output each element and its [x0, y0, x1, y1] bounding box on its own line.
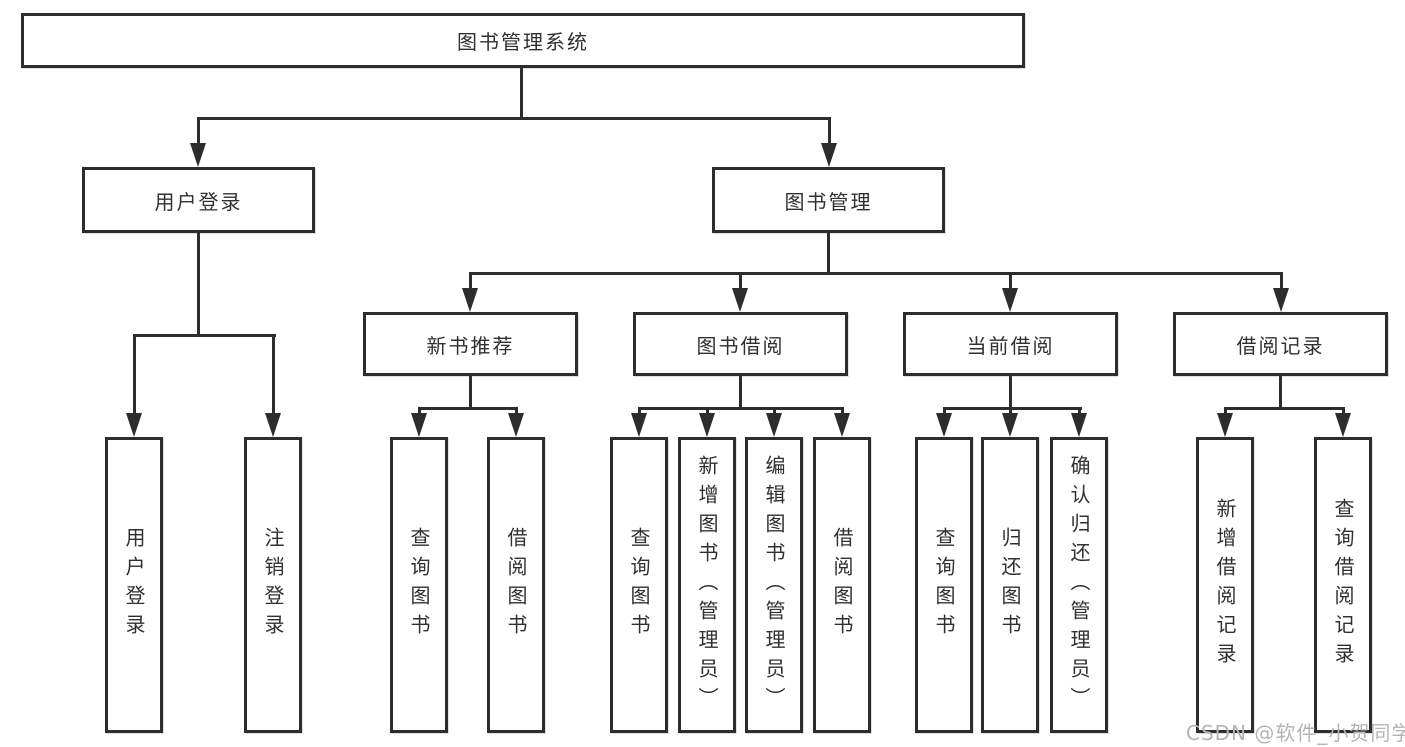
node-current-borrowing: 当前借阅	[903, 312, 1118, 376]
connector-drop-book-management	[828, 118, 831, 146]
arrow-down-book-borrowing	[732, 288, 748, 312]
connector-drop-current-borrowing	[1009, 273, 1012, 291]
node-query-books-current-label: 查询图书	[932, 527, 956, 643]
connector-drop-user-login	[197, 118, 200, 146]
node-confirm-return-admin-label: 确认归还（管理员）	[1067, 454, 1091, 716]
node-current-borrowing-label: 当前借阅	[966, 333, 1055, 358]
arrow-down-query-record	[1335, 413, 1351, 437]
node-query-books-recommend: 查询图书	[390, 437, 448, 733]
node-logout: 注销登录	[244, 437, 302, 733]
arrow-down-login-leaf	[126, 413, 142, 437]
connector-level2-rail	[197, 117, 831, 120]
connector-book-borrowing-stem	[739, 376, 742, 409]
node-edit-books-admin-label: 编辑图书（管理员）	[762, 454, 786, 716]
node-book-management-label: 图书管理	[784, 189, 873, 214]
node-borrow-books-recommend-label: 借阅图书	[504, 527, 528, 643]
node-query-books-recommend-label: 查询图书	[407, 527, 431, 643]
connector-user-login-stem	[197, 233, 200, 335]
connector-new-book-stem	[469, 376, 472, 409]
node-borrow-books-borrowing-label: 借阅图书	[830, 527, 854, 643]
connector-root-stem	[520, 68, 523, 118]
node-book-borrowing-label: 图书借阅	[696, 333, 785, 358]
node-return-books-label: 归还图书	[998, 527, 1022, 643]
connector-user-login-rail	[133, 334, 276, 337]
node-user-login-label: 用户登录	[154, 189, 243, 214]
node-query-borrow-record: 查询借阅记录	[1314, 437, 1372, 733]
node-new-book-recommendation-label: 新书推荐	[426, 333, 515, 358]
arrow-down-return-books	[1002, 413, 1018, 437]
node-edit-books-admin: 编辑图书（管理员）	[745, 437, 803, 733]
node-query-books-borrowing: 查询图书	[610, 437, 668, 733]
arrow-down-borrow-books-1	[508, 413, 524, 437]
connector-book-borrowing-rail	[638, 407, 844, 410]
node-borrowing-records: 借阅记录	[1173, 312, 1388, 376]
node-query-books-current: 查询图书	[915, 437, 973, 733]
arrow-down-query-books-1	[411, 413, 427, 437]
node-add-books-admin-label: 新增图书（管理员）	[695, 454, 719, 716]
node-book-borrowing: 图书借阅	[633, 312, 848, 376]
node-new-book-recommendation: 新书推荐	[363, 312, 578, 376]
node-root: 图书管理系统	[21, 13, 1025, 68]
node-query-borrow-record-label: 查询借阅记录	[1331, 498, 1355, 672]
connector-drop-new-book	[469, 273, 472, 291]
arrow-down-query-books-2	[631, 413, 647, 437]
arrow-down-borrow-books-2	[834, 413, 850, 437]
connector-book-management-stem	[827, 233, 830, 274]
arrow-down-confirm-return	[1071, 413, 1087, 437]
connector-borrowing-records-rail	[1224, 407, 1345, 410]
node-add-borrow-record-label: 新增借阅记录	[1213, 498, 1237, 672]
connector-new-book-rail	[418, 407, 518, 410]
watermark: CSDN @软件_小贺同学	[1186, 721, 1405, 745]
connector-drop-login-leaf	[133, 335, 136, 415]
node-user-login: 用户登录	[82, 167, 315, 233]
arrow-down-query-books-3	[936, 413, 952, 437]
node-book-management: 图书管理	[712, 167, 945, 233]
connector-drop-borrowing-records	[1280, 273, 1283, 291]
node-confirm-return-admin: 确认归还（管理员）	[1050, 437, 1108, 733]
node-user-login-action: 用户登录	[105, 437, 163, 733]
node-borrow-books-borrowing: 借阅图书	[813, 437, 871, 733]
connector-drop-book-borrowing	[739, 273, 742, 291]
connector-current-borrowing-rail	[943, 407, 1082, 410]
node-borrow-books-recommend: 借阅图书	[487, 437, 545, 733]
node-user-login-action-label: 用户登录	[122, 527, 146, 643]
connector-borrowing-records-stem	[1279, 376, 1282, 409]
arrow-down-user-login	[190, 143, 206, 167]
node-add-books-admin: 新增图书（管理员）	[678, 437, 736, 733]
connector-current-borrowing-stem	[1009, 376, 1012, 409]
arrow-down-logout-leaf	[265, 413, 281, 437]
arrow-down-add-record	[1217, 413, 1233, 437]
node-borrowing-records-label: 借阅记录	[1236, 333, 1325, 358]
arrow-down-current-borrowing	[1002, 288, 1018, 312]
node-logout-label: 注销登录	[261, 527, 285, 643]
arrow-down-book-management	[821, 143, 837, 167]
arrow-down-borrowing-records	[1273, 288, 1289, 312]
arrow-down-add-books	[699, 413, 715, 437]
connector-level3-rail	[469, 272, 1283, 275]
arrow-down-edit-books	[766, 413, 782, 437]
node-return-books: 归还图书	[981, 437, 1039, 733]
node-add-borrow-record: 新增借阅记录	[1196, 437, 1254, 733]
node-root-label: 图书管理系统	[457, 30, 589, 54]
node-query-books-borrowing-label: 查询图书	[627, 527, 651, 643]
arrow-down-new-book	[462, 288, 478, 312]
connector-drop-logout-leaf	[272, 335, 275, 415]
